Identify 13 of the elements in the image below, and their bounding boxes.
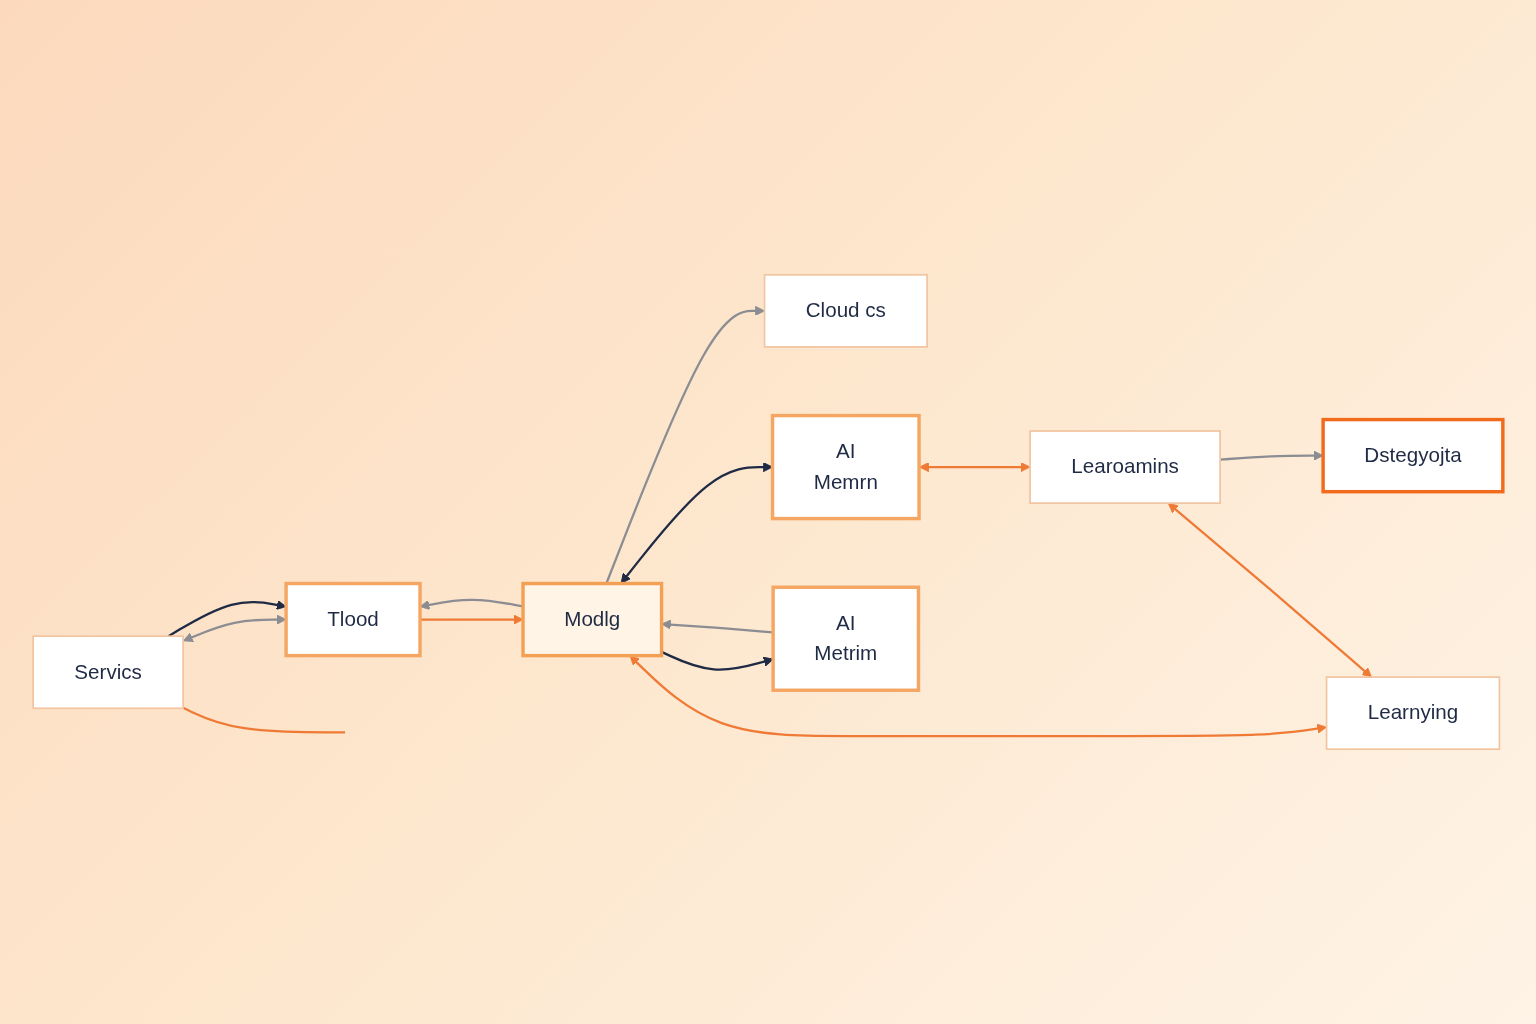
arrow [605, 305, 765, 584]
node-box: Cloud cs [763, 273, 928, 348]
connector [182, 706, 346, 734]
node-box: Learoamins [1029, 430, 1221, 504]
node-box: Tlood [284, 581, 422, 658]
node-box: Dstegyojta [1321, 417, 1505, 494]
node-box: AI Metrim [771, 585, 921, 692]
node-box: Learnying [1325, 676, 1501, 751]
node-box: Servics [32, 635, 184, 710]
arrow [1167, 502, 1372, 678]
node-box: AI Memrn [770, 413, 921, 521]
arrow [629, 655, 1327, 738]
node-box: Modlg [521, 581, 664, 658]
